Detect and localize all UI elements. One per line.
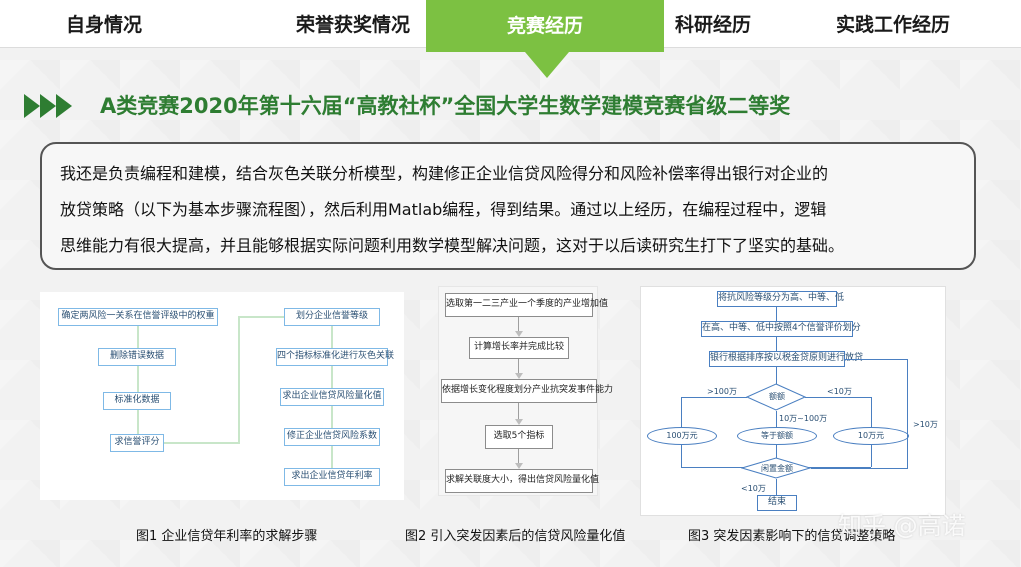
flow-step: 求解关联度大小，得出信贷风险量化值 — [445, 469, 599, 493]
figure1-flowchart: 确定两风险一关系在信誉评级中的权重 删除错误数据 标准化数据 求信誉评分 划分企… — [40, 292, 404, 500]
flow-step: 选取第一二三产业一个季度的产业增加值 — [445, 293, 608, 317]
description-line: 我还是负责编程和建模，结合灰色关联分析模型，构建修正企业信贷风险得分和风险补偿率… — [60, 164, 829, 183]
watermark: 知乎 @高诺 — [838, 512, 966, 540]
branch-label: <10万 — [741, 484, 766, 493]
decision-label: 额额 — [769, 392, 785, 401]
result-oval: 10万元 — [833, 427, 909, 445]
decision-diamond — [746, 383, 806, 411]
description-line: 思维能力有很大提高，并且能够根据实际问题利用数学模型解决问题，这对于以后读研究生… — [60, 236, 845, 255]
flow-step: 将抗风险等级分为高、中等、低 — [717, 291, 844, 307]
result-oval: 等于额额 — [737, 427, 817, 445]
flow-step: 确定两风险一关系在信誉评级中的权重 — [58, 308, 218, 326]
flow-step: 删除错误数据 — [98, 348, 176, 366]
page-title: A类竞赛2020年第十六届“高教社杯”全国大学生数学建模竞赛省级二等奖 — [100, 94, 791, 118]
flow-step: 求信誉评分 — [110, 434, 164, 452]
description-line: 放贷策略（以下为基本步骤流程图），然后利用Matlab编程，得到结果。通过以上经… — [60, 200, 827, 219]
flow-step: 选取5个指标 — [485, 425, 553, 449]
flow-step: 求出企业信贷年利率 — [284, 468, 380, 486]
tab-honors[interactable]: 荣誉获奖情况 — [296, 14, 411, 36]
flow-step: 依据增长变化程度划分产业抗突发事件能力 — [441, 379, 613, 403]
decision-label: 闲置金额 — [761, 464, 793, 473]
active-tab-pointer — [525, 52, 569, 78]
figure2-flowchart: 选取第一二三产业一个季度的产业增加值 计算增长率并完成比较 依据增长变化程度划分… — [438, 286, 613, 496]
decision-diamond — [741, 457, 811, 479]
flow-step: 求出企业信贷风险量化值 — [280, 388, 384, 406]
figure-caption: 图1 企业信贷年利率的求解步骤 — [136, 529, 318, 544]
description-box: 我还是负责编程和建模，结合灰色关联分析模型，构建修正企业信贷风险得分和风险补偿率… — [40, 142, 976, 270]
branch-label: 10万~100万 — [779, 414, 828, 423]
tab-research[interactable]: 科研经历 — [675, 14, 752, 36]
tab-practice[interactable]: 实践工作经历 — [836, 14, 951, 36]
branch-label: <10万 — [827, 387, 852, 396]
branch-label: >10万 — [913, 420, 938, 429]
tab-competition[interactable]: 竞赛经历 — [426, 0, 664, 52]
flow-step: 四个指标标准化进行灰色关联 — [276, 348, 394, 366]
tab-self[interactable]: 自身情况 — [66, 14, 143, 36]
flow-step: 划分企业信誉等级 — [284, 308, 380, 326]
branch-label: >100万 — [707, 387, 737, 396]
flow-step: 修正企业信贷风险系数 — [284, 428, 380, 446]
end-box: 结束 — [757, 495, 797, 511]
flow-step: 计算增长率并完成比较 — [469, 337, 569, 359]
top-nav: 自身情况 荣誉获奖情况 竞赛经历 科研经历 实践工作经历 — [0, 0, 1021, 52]
result-oval: 100万元 — [647, 427, 717, 445]
flow-step: 标准化数据 — [103, 392, 171, 410]
flow-step: 在高、中等、低中按照4个信誉评价划分 — [701, 321, 861, 337]
figure3-flowchart: 将抗风险等级分为高、中等、低 在高、中等、低中按照4个信誉评价划分 银行根据排序… — [640, 286, 946, 516]
figure-caption: 图2 引入突发因素后的信贷风险量化值 — [405, 529, 626, 544]
figure-caption: 图3 突发因素影响下的信贷调整策略 — [688, 529, 896, 544]
flow-step: 银行根据排序按以税金贷原则进行放贷 — [709, 351, 863, 367]
